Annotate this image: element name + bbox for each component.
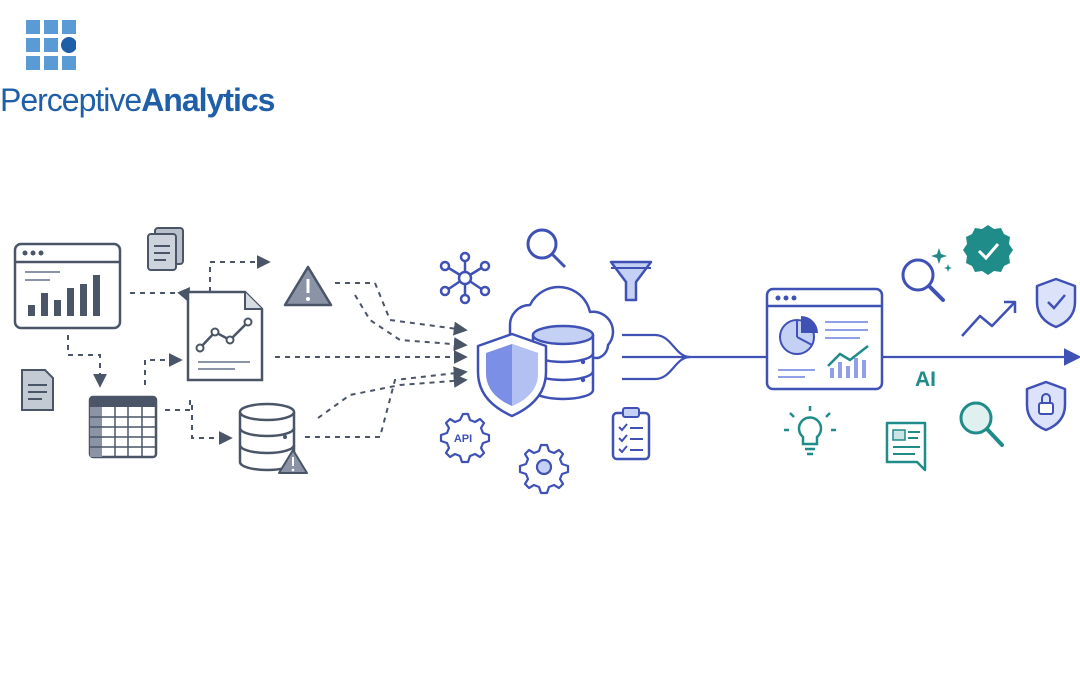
database-warning-icon — [238, 402, 308, 474]
brand-name: PerceptiveAnalytics — [0, 82, 275, 119]
connector-table-up — [165, 395, 191, 411]
analytics-dashboard-icon — [765, 287, 884, 391]
connector-warning-to-hub-2 — [354, 294, 468, 352]
filter-icon — [609, 260, 653, 302]
trend-up-icon — [961, 300, 1017, 337]
shield-icon — [476, 332, 548, 418]
brand-name-part1: Perceptive — [0, 82, 142, 118]
lightbulb-icon — [784, 406, 836, 456]
connector-database-to-hub-2 — [317, 373, 468, 419]
api-gear-icon: API — [439, 412, 491, 464]
document-icon — [21, 369, 54, 411]
profile-card-icon — [885, 421, 927, 472]
merge-connector — [622, 333, 1080, 381]
warning-icon — [283, 265, 333, 307]
documents-icon — [147, 227, 184, 271]
connector-database-to-hub-1 — [305, 366, 468, 438]
spreadsheet-icon — [88, 395, 158, 459]
api-label: API — [454, 433, 472, 445]
shield-lock-icon — [1025, 380, 1067, 432]
connector-warning-to-hub-1 — [335, 282, 468, 336]
network-icon — [439, 251, 491, 305]
connector-to-database — [191, 405, 233, 445]
connector-dashboard-to-report — [130, 286, 191, 303]
dashed-connectors — [67, 255, 468, 445]
magnifier-icon — [959, 401, 1004, 447]
settings-gear-icon — [518, 443, 570, 495]
connector-table-to-report — [144, 353, 183, 385]
dashboard-window-icon — [13, 242, 122, 330]
logo-grid-icon — [26, 20, 76, 70]
brand-name-part2: Analytics — [141, 82, 275, 118]
insight-search-icon — [901, 248, 952, 302]
verified-badge-icon — [963, 225, 1013, 275]
ai-label: AI — [915, 368, 936, 391]
connector-report-to-top — [209, 255, 271, 292]
connector-dashboard-to-table — [67, 335, 107, 388]
shield-check-icon — [1035, 277, 1077, 329]
search-icon — [526, 228, 567, 269]
checklist-icon — [611, 407, 651, 461]
report-chart-icon — [186, 290, 264, 382]
brand-logo: PerceptiveAnalytics — [0, 16, 275, 118]
